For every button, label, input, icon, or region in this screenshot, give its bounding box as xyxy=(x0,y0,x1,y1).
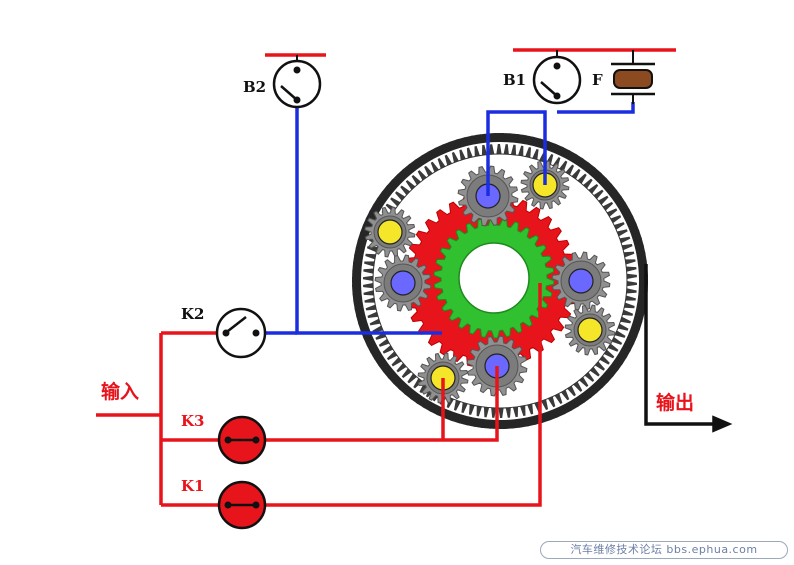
label-k3: K3 xyxy=(181,412,204,430)
planet-gear-left-upper xyxy=(364,206,416,258)
brake-b2 xyxy=(272,55,322,109)
planet-gear-right-lower xyxy=(564,304,616,356)
freewheel-f xyxy=(611,50,655,104)
label-b1: B1 xyxy=(503,71,526,89)
clutch-k1 xyxy=(217,480,267,530)
planet-gear-right-pin xyxy=(568,268,594,294)
label-b2: B2 xyxy=(243,78,266,96)
planet-gear-right xyxy=(551,251,611,311)
clutch-k2 xyxy=(215,307,267,359)
red-wiring xyxy=(96,48,676,507)
clutch-k3 xyxy=(217,415,267,465)
planet-gear-left-upper-pin xyxy=(377,219,403,245)
sun-gear xyxy=(433,217,555,339)
label-f: F xyxy=(592,71,603,89)
planet-gear-left xyxy=(374,254,432,312)
planet-gear-right-lower-pin xyxy=(577,317,603,343)
blue-wiring xyxy=(265,102,635,335)
sun-gear-bore xyxy=(458,242,530,314)
planet-gear-left-pin xyxy=(390,270,416,296)
label-input: 输入 xyxy=(101,380,139,403)
label-k2: K2 xyxy=(181,305,204,323)
label-k1: K1 xyxy=(181,477,204,495)
output-shaft-line xyxy=(644,264,733,433)
label-output: 输出 xyxy=(656,391,694,414)
brake-b1 xyxy=(532,50,582,105)
forum-watermark: 汽车维修技术论坛 bbs.ephua.com xyxy=(540,541,788,559)
